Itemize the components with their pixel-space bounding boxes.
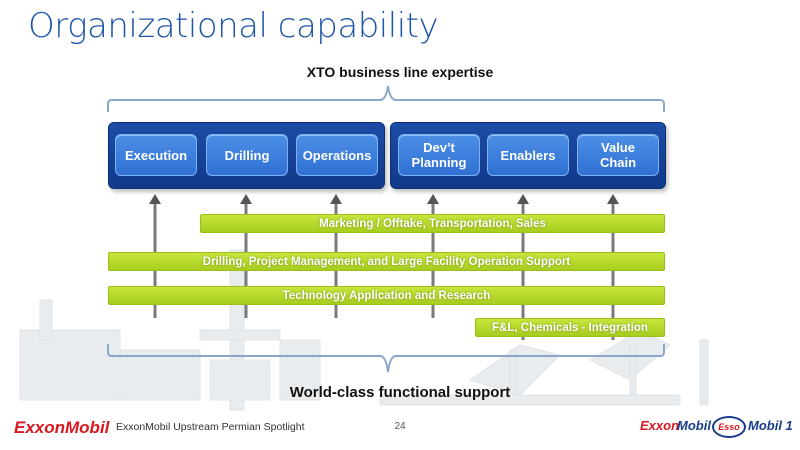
slide-title: Organizational capability — [28, 6, 439, 46]
arrow-up-icon — [149, 194, 161, 204]
support-bar-fl-chemicals: F&L, Chemicals - Integration — [475, 318, 665, 337]
support-bar-drilling-pm: Drilling, Project Management, and Large … — [108, 252, 665, 271]
arrowheads — [149, 194, 619, 204]
mobil-brand-logo: Mobil — [677, 418, 711, 433]
arrow-up-icon — [427, 194, 439, 204]
arrow-up-icon — [240, 194, 252, 204]
capability-drilling: Drilling — [206, 134, 288, 176]
capability-enablers: Enablers — [487, 134, 569, 176]
arrow-up-icon — [607, 194, 619, 204]
support-bar-marketing: Marketing / Offtake, Transportation, Sal… — [200, 214, 665, 233]
esso-brand-logo: Esso — [712, 416, 746, 438]
bottom-bracket — [107, 344, 665, 373]
functional-support-label: World-class functional support — [289, 384, 511, 401]
arrow-up-icon — [517, 194, 529, 204]
footer-text: ExxonMobil Upstream Permian Spotlight — [116, 421, 305, 433]
mobil1-brand-logo: Mobil 1 — [748, 418, 793, 433]
arrow-up-icon — [330, 194, 342, 204]
exxonmobil-logo: ExxonMobil — [14, 418, 110, 437]
capability-operations: Operations — [296, 134, 378, 176]
top-bracket — [107, 85, 665, 112]
capability-value-chain: Value Chain — [577, 134, 659, 176]
support-bar-technology: Technology Application and Research — [108, 286, 665, 305]
page-number: 24 — [394, 421, 406, 432]
exxon-brand-logo: Exxon — [640, 418, 680, 433]
capability-devt-planning: Dev’t Planning — [398, 134, 480, 176]
capability-execution: Execution — [115, 134, 197, 176]
business-line-label: XTO business line expertise — [306, 64, 494, 80]
